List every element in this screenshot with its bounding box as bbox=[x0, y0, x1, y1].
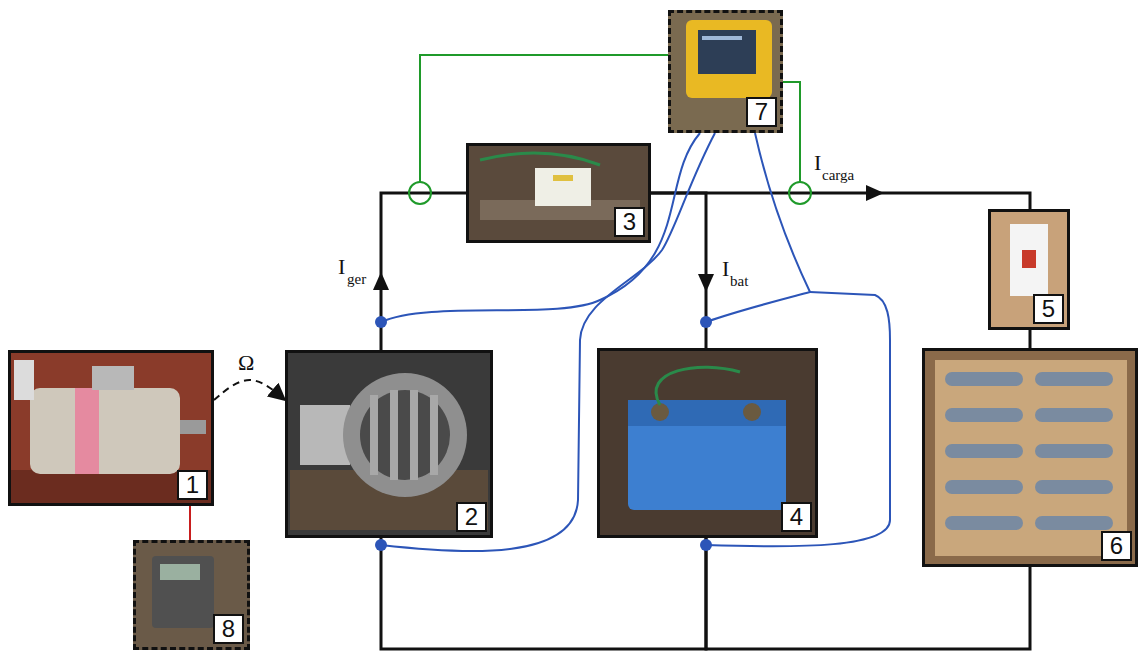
current-symbol: I bbox=[338, 256, 345, 278]
callout-number: 1 bbox=[177, 470, 208, 500]
voltage-lead bbox=[381, 133, 715, 551]
photo-panel: 1 bbox=[8, 350, 214, 506]
probe-point bbox=[375, 316, 387, 328]
voltage-lead bbox=[381, 133, 700, 322]
photo-panel: 5 bbox=[988, 209, 1070, 330]
callout-number: 5 bbox=[1033, 294, 1064, 324]
callout-number: 8 bbox=[213, 614, 244, 644]
motor-photo bbox=[8, 350, 214, 506]
current-clamp bbox=[409, 182, 431, 204]
photo-panel: 6 bbox=[922, 348, 1138, 567]
callout-number: 6 bbox=[1101, 531, 1132, 561]
control-cable bbox=[189, 506, 191, 540]
current-clamp-lead bbox=[783, 82, 800, 182]
photo-panel: 4 bbox=[597, 348, 818, 538]
callout-number: 2 bbox=[456, 502, 487, 532]
photo-panel: 7 bbox=[668, 10, 783, 133]
current-clamp-lead bbox=[420, 55, 668, 182]
probe-point bbox=[700, 316, 712, 328]
current-subscript: carga bbox=[822, 168, 854, 183]
voltage-lead bbox=[706, 133, 810, 322]
voltage-lead bbox=[706, 292, 890, 546]
power-analyzer-photo bbox=[668, 10, 783, 133]
callout-number: 3 bbox=[614, 207, 645, 237]
power-wire bbox=[706, 538, 1030, 649]
alternator-photo bbox=[285, 350, 493, 538]
probe-point bbox=[700, 539, 712, 551]
photo-panel: 8 bbox=[133, 540, 250, 650]
current-subscript: bat bbox=[730, 274, 748, 289]
shaft-coupling bbox=[214, 380, 285, 400]
power-wire bbox=[1029, 330, 1032, 348]
probe-point bbox=[375, 539, 387, 551]
current-symbol: I bbox=[722, 258, 729, 280]
current-clamp bbox=[789, 182, 811, 204]
current-arrow bbox=[866, 185, 884, 201]
breaker-photo bbox=[988, 209, 1070, 330]
resistor-bank-photo bbox=[922, 348, 1138, 567]
current-arrow bbox=[373, 272, 389, 290]
battery-photo bbox=[597, 348, 818, 538]
photo-panel: 2 bbox=[285, 350, 493, 538]
current-symbol: I bbox=[814, 152, 821, 174]
photo-panel: 3 bbox=[466, 143, 651, 243]
callout-number: 4 bbox=[781, 502, 812, 532]
current-subscript: ger bbox=[347, 272, 366, 287]
power-wire bbox=[381, 538, 706, 649]
controller-photo bbox=[133, 540, 250, 650]
power-wire bbox=[651, 193, 1030, 209]
speed-symbol: Ω bbox=[236, 352, 256, 374]
shunt-photo bbox=[466, 143, 651, 243]
power-wire bbox=[381, 193, 466, 350]
callout-number: 7 bbox=[746, 97, 777, 127]
current-arrow bbox=[698, 274, 714, 292]
